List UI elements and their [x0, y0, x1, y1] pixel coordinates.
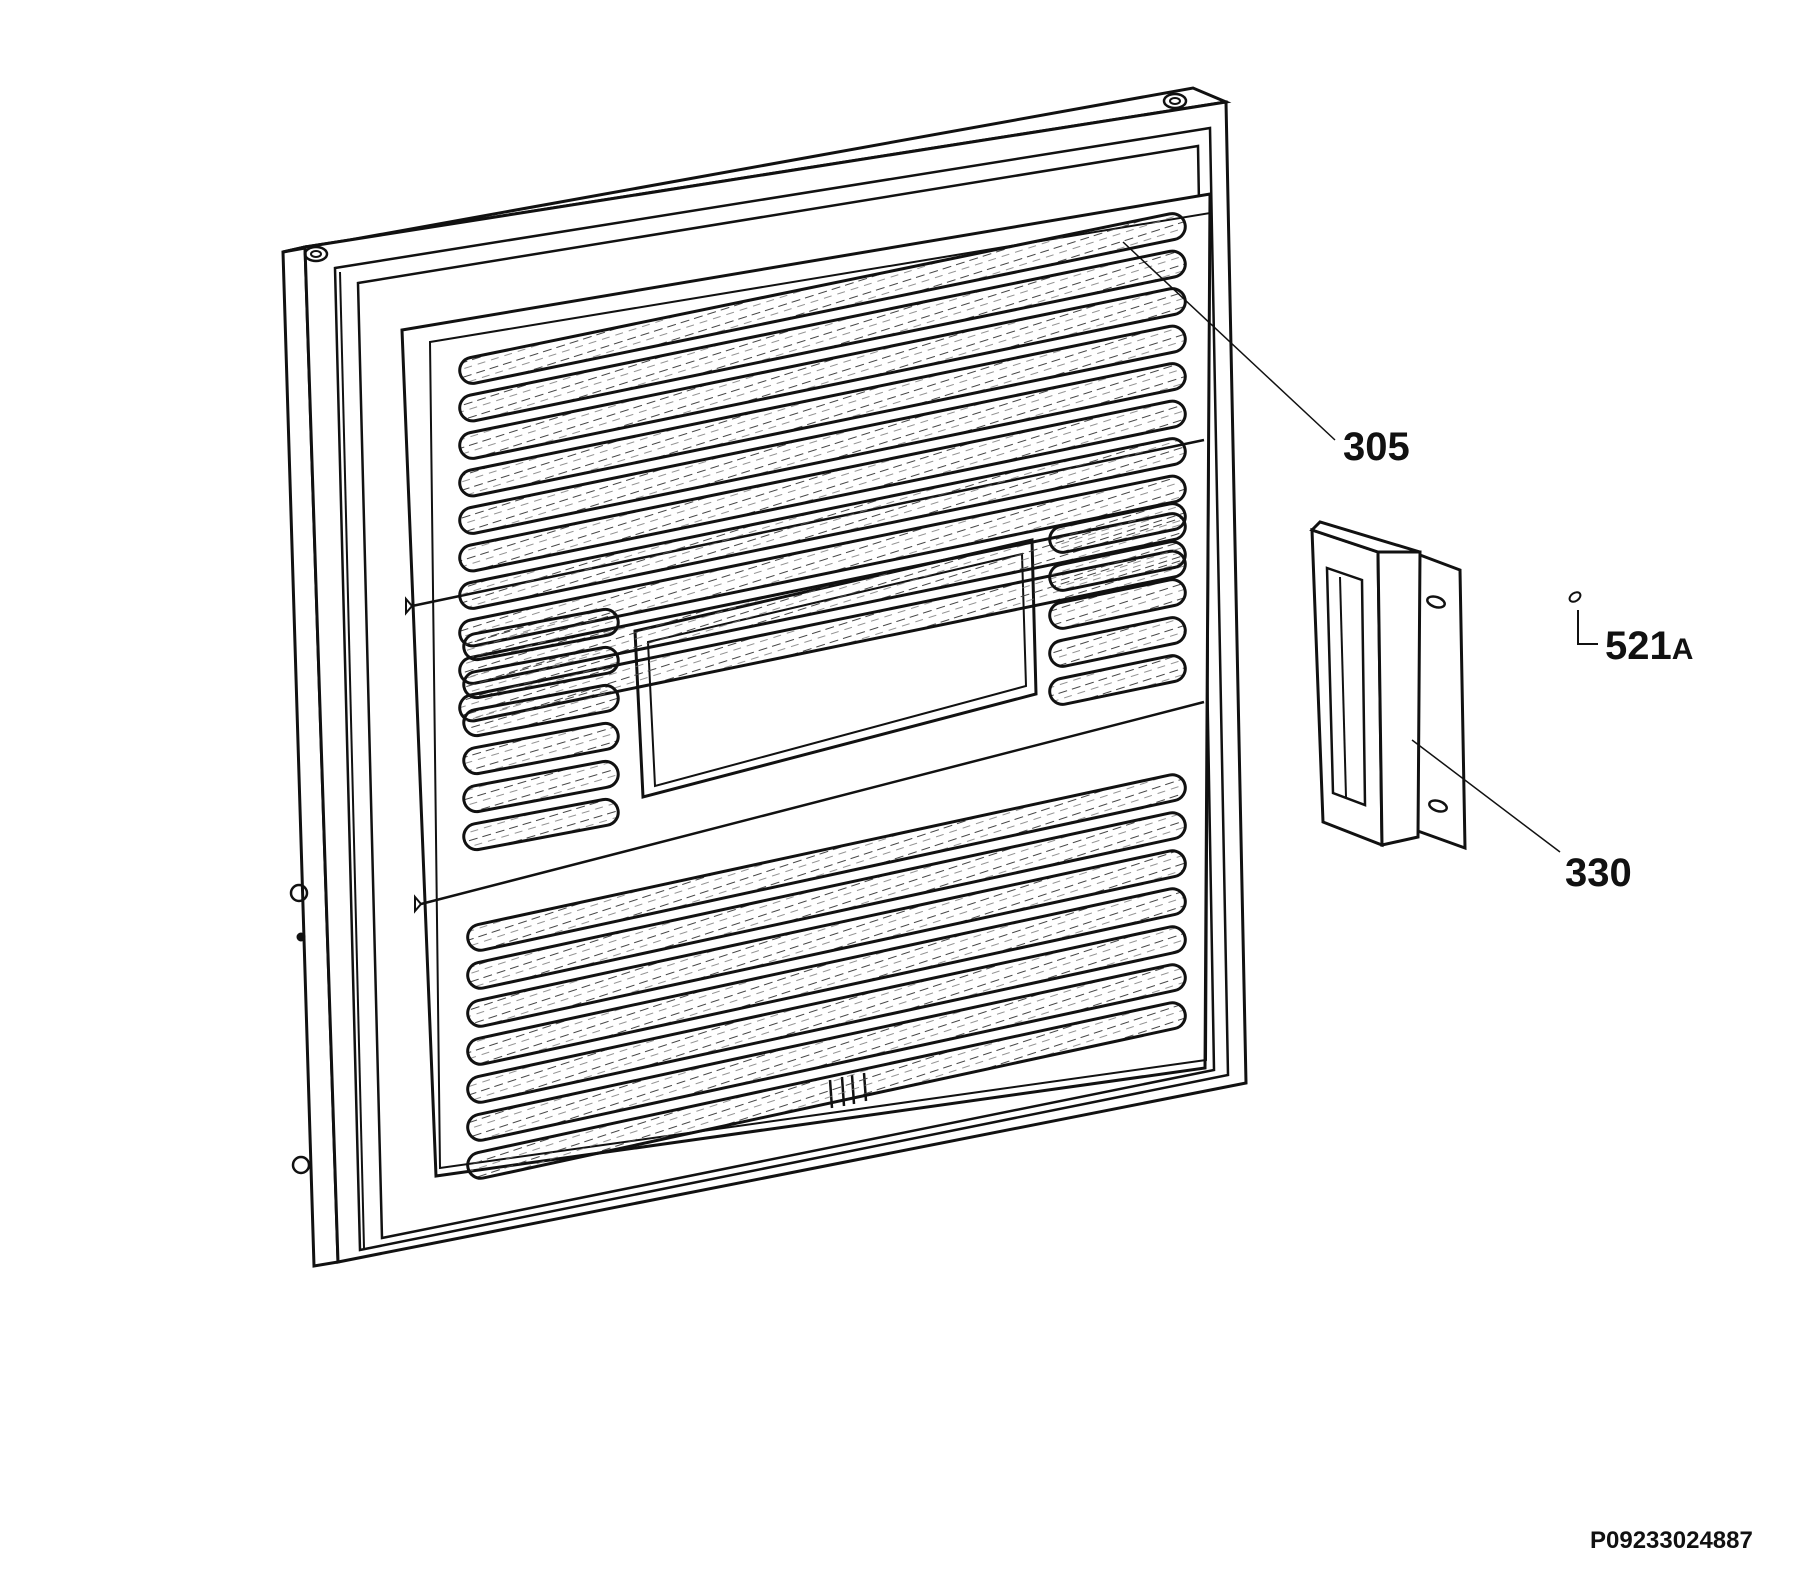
hinge-screw-top-left: [303, 245, 329, 263]
liner-ribs: [458, 212, 1187, 1180]
door-inner-liner-lip: [428, 211, 1212, 1170]
divider-notch-upper: [405, 596, 414, 616]
side-hole-lower: [291, 1155, 311, 1175]
liner-rib: [458, 362, 1187, 535]
door-frame-lip: [333, 126, 1230, 1252]
liner-rib: [458, 212, 1187, 385]
reference-code: P09233024887: [1590, 1527, 1753, 1554]
leader-line-330: [1411, 739, 1561, 853]
part-label-521a: 521A: [1605, 624, 1693, 668]
liner-rib: [466, 1001, 1187, 1180]
liner-rib: [462, 683, 620, 738]
liner-rib: [466, 811, 1187, 990]
door-handle: [1309, 520, 1467, 851]
liner-rib: [458, 437, 1187, 610]
liner-rib: [466, 925, 1187, 1104]
liner-rib: [1048, 654, 1187, 706]
liner-rib: [458, 512, 1187, 685]
door-frame-inner: [356, 144, 1216, 1240]
liner-rib: [1048, 616, 1187, 668]
part-label-330: 330: [1565, 851, 1632, 895]
liner-rib: [462, 645, 620, 700]
leader-line-521a: [1577, 610, 1598, 645]
liner-rib: [462, 721, 620, 776]
hinge-screw-top-right: [1162, 92, 1188, 110]
divider-notch-lower: [414, 894, 423, 914]
part-label-521a-number: 521: [1605, 624, 1672, 668]
side-pin: [296, 932, 306, 942]
liner-rib: [1048, 540, 1187, 592]
liner-rib: [462, 759, 620, 814]
screw-521a: [1568, 591, 1598, 645]
handle-screw-slot-upper: [1426, 595, 1446, 609]
part-label-521a-suffix: A: [1672, 633, 1694, 666]
handle-grip-side: [1376, 550, 1422, 847]
side-hole-upper: [289, 883, 309, 903]
leader-line-305: [1122, 241, 1336, 441]
liner-rib: [458, 249, 1187, 423]
handle-grip-opening-inner: [1339, 576, 1347, 798]
part-label-305: 305: [1343, 425, 1410, 469]
liner-rib: [466, 887, 1187, 1066]
liner-rib: [462, 607, 620, 662]
handle-screw-slot-lower: [1428, 799, 1448, 813]
liner-rib: [1048, 578, 1187, 630]
liner-rib: [1048, 502, 1187, 554]
liner-rib: [466, 963, 1187, 1142]
handle-grip-opening: [1325, 566, 1367, 807]
door-frame-crease: [339, 271, 365, 1249]
liner-divider-lower: [420, 700, 1205, 906]
liner-rib: [458, 474, 1187, 648]
liner-rib: [466, 849, 1187, 1028]
liner-rib: [458, 399, 1187, 573]
liner-rib: [466, 773, 1187, 952]
liner-rib: [458, 324, 1187, 498]
liner-rib: [462, 797, 620, 852]
